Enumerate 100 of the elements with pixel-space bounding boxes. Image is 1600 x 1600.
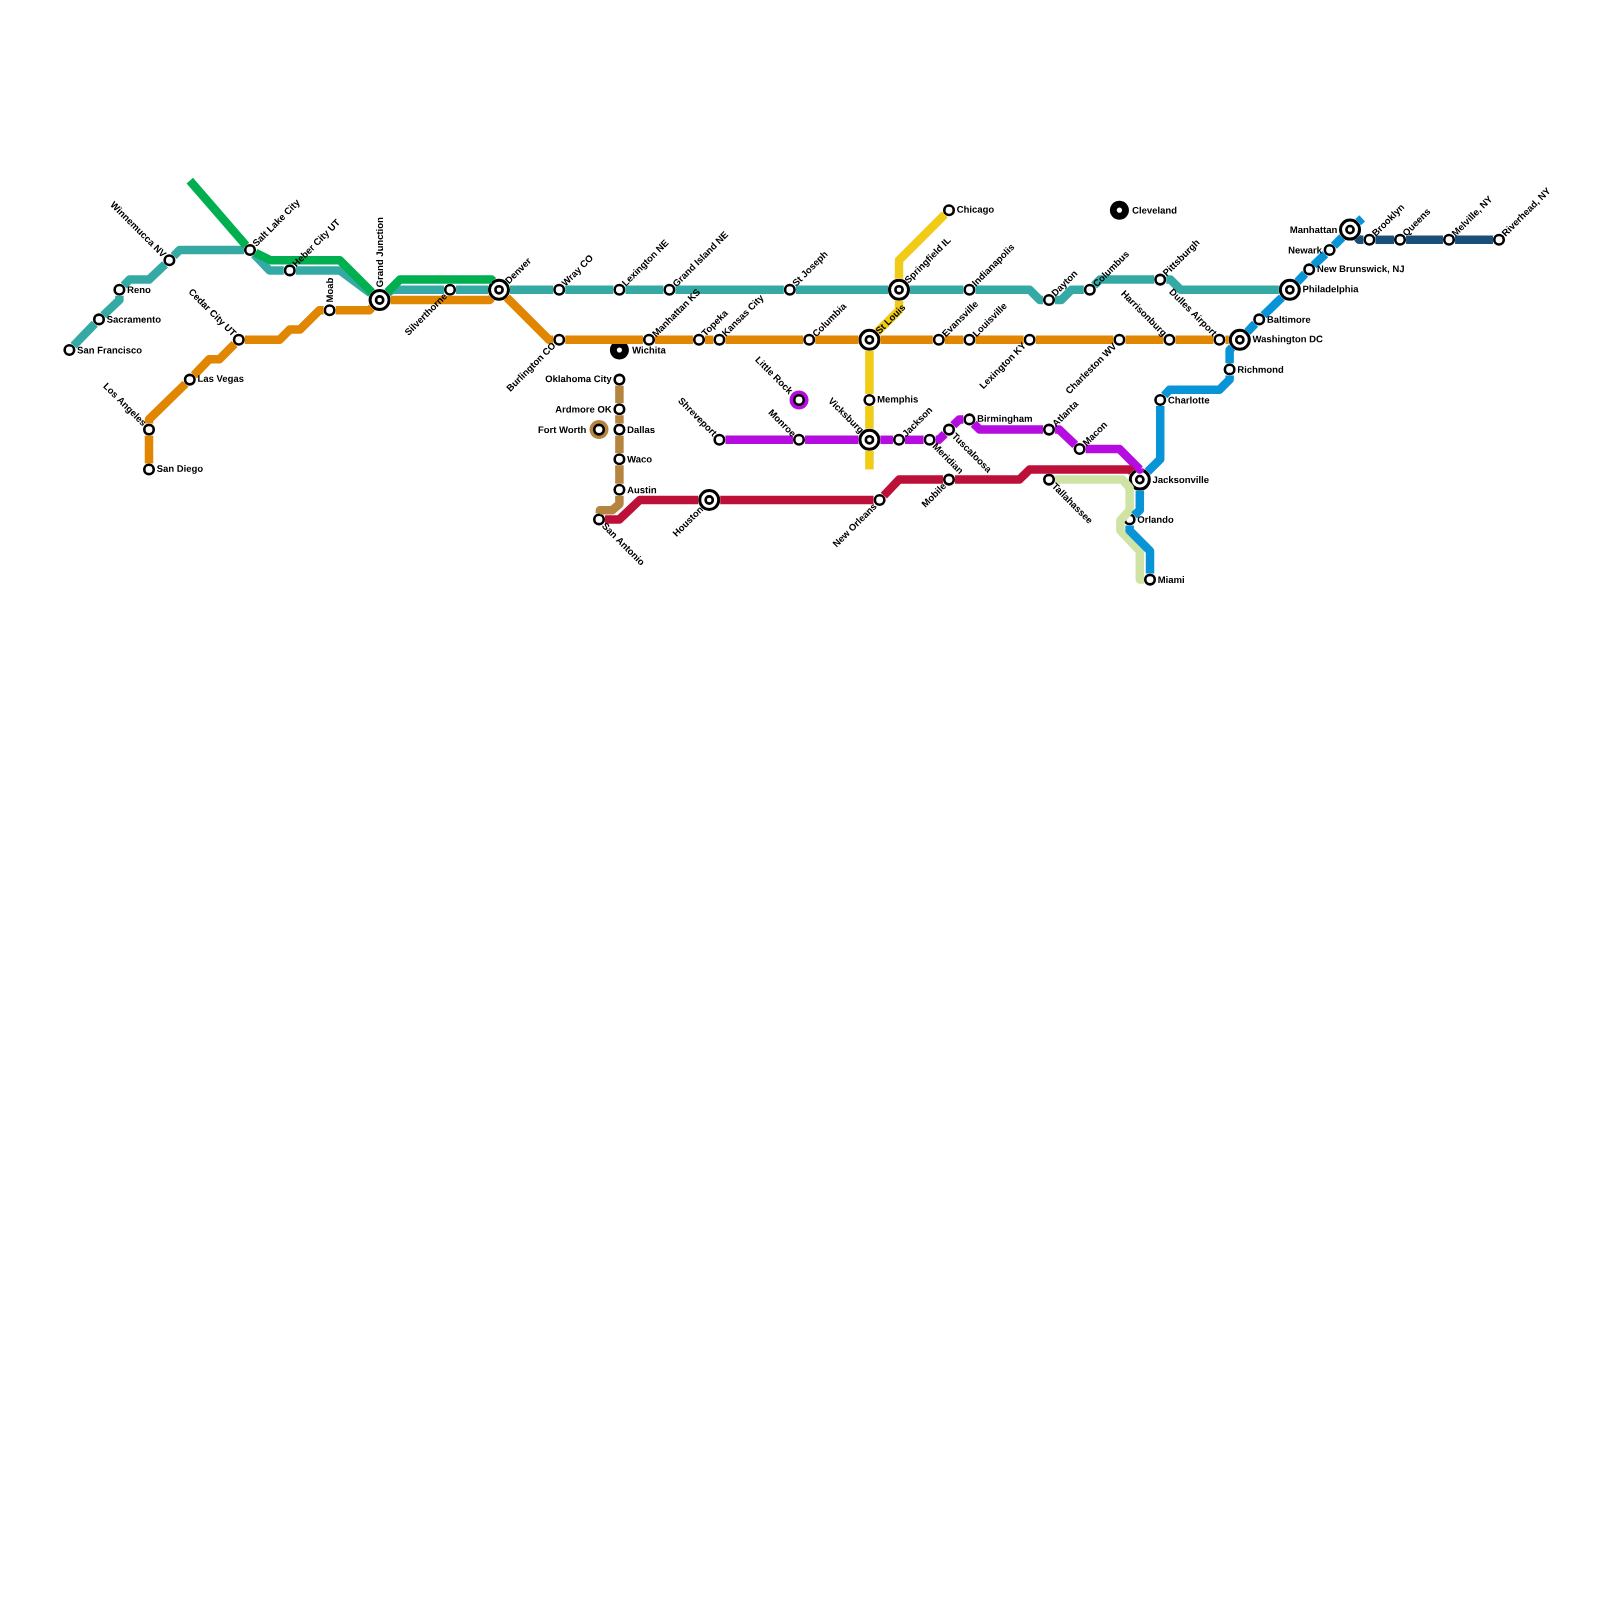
route-line (251, 251, 284, 275)
station-label: Newark (1288, 246, 1322, 254)
station-label: Sacramento (106, 316, 161, 323)
interchange-marker (1228, 328, 1251, 351)
route-line (456, 285, 488, 295)
interchange-marker (368, 289, 391, 311)
route-line (815, 335, 859, 345)
station-label: Memphis (877, 395, 918, 405)
route-line (705, 335, 714, 345)
route-line (894, 211, 948, 279)
route-line (1161, 375, 1234, 399)
route-line (190, 341, 238, 379)
station-label: San Francisco (77, 346, 142, 354)
station-label: Austin (627, 486, 657, 494)
station-label: San Diego (156, 464, 203, 474)
station-marker (1303, 263, 1316, 276)
route-line (865, 450, 874, 470)
station-marker (1023, 333, 1036, 346)
route-line (865, 350, 874, 394)
route-line (144, 380, 189, 424)
station-marker (613, 453, 626, 466)
station-label: Las Vegas (198, 375, 244, 384)
route-line (565, 335, 643, 345)
route-line (970, 420, 1043, 434)
station-label: Richmond (1237, 365, 1284, 373)
station-label: Moab (326, 278, 334, 302)
station-label: Jacksonville (1152, 476, 1209, 484)
station-label: Miami (1158, 576, 1184, 584)
route-line (720, 495, 874, 505)
route-line (1260, 294, 1285, 319)
route-line (625, 285, 664, 295)
route-line (1054, 425, 1079, 448)
interchange-marker (1339, 218, 1361, 241)
station-label: Orlando (1137, 515, 1174, 523)
route-line (655, 335, 693, 345)
route-line (1375, 235, 1394, 245)
interchange-marker (1128, 468, 1151, 491)
route-line (975, 335, 1024, 345)
station-label: Birmingham (977, 414, 1032, 424)
station-label: Manhattan (1290, 226, 1337, 234)
interchange-marker (1278, 278, 1301, 301)
station-marker (1154, 393, 1167, 407)
route-line (253, 248, 375, 296)
route-line (880, 435, 893, 445)
route-line (1225, 344, 1236, 364)
station-label: Fort Worth (538, 426, 586, 434)
station-marker (692, 333, 706, 346)
route-line (1354, 234, 1364, 245)
route-line (565, 285, 614, 295)
route-line (384, 275, 497, 296)
station-label: Grand Junction (376, 217, 384, 287)
route-line (1166, 275, 1279, 295)
route-line (390, 294, 495, 305)
station-label: Cleveland (1132, 206, 1177, 214)
route-line (615, 435, 624, 454)
route-line (955, 465, 1136, 484)
station-label: Baltimore (1267, 315, 1311, 323)
station-marker (963, 413, 976, 426)
station-marker (163, 254, 176, 267)
route-line (615, 465, 624, 484)
station-marker (63, 343, 76, 357)
route-line (905, 435, 924, 445)
station-label: Waco (627, 455, 652, 463)
route-line (725, 335, 804, 345)
station-label: Wichita (632, 346, 666, 354)
route-line (1055, 475, 1145, 584)
route-line (1055, 285, 1084, 305)
route-line (975, 285, 1045, 305)
station-label: Reno (127, 286, 151, 294)
route-line (880, 475, 943, 499)
station-marker (613, 483, 626, 496)
route-line (1125, 335, 1164, 345)
station-label: Chicago (957, 205, 994, 215)
route-line (144, 435, 154, 464)
route-line (1294, 270, 1309, 285)
station-marker (863, 393, 876, 407)
route-line (1455, 235, 1493, 245)
route-line (725, 435, 793, 445)
station-label: Philadelphia (1303, 285, 1359, 295)
route-line (1131, 490, 1145, 519)
station-marker (92, 313, 106, 326)
station-marker (232, 333, 245, 346)
route-line (880, 335, 933, 345)
route-line (1085, 444, 1145, 474)
station-label: Oklahoma City (545, 375, 612, 385)
route-line (1225, 335, 1229, 345)
route-line (865, 406, 874, 429)
route-line (944, 335, 964, 345)
station-marker (183, 373, 196, 386)
route-line (510, 285, 554, 295)
route-line (934, 430, 948, 445)
route-line (950, 415, 964, 429)
route-line (170, 245, 244, 259)
route-line (595, 495, 624, 515)
route-line (910, 285, 964, 295)
route-line (1330, 234, 1346, 249)
station-marker (142, 463, 156, 476)
station-marker (613, 403, 626, 416)
route-line (1310, 251, 1329, 269)
route-line (795, 285, 888, 295)
